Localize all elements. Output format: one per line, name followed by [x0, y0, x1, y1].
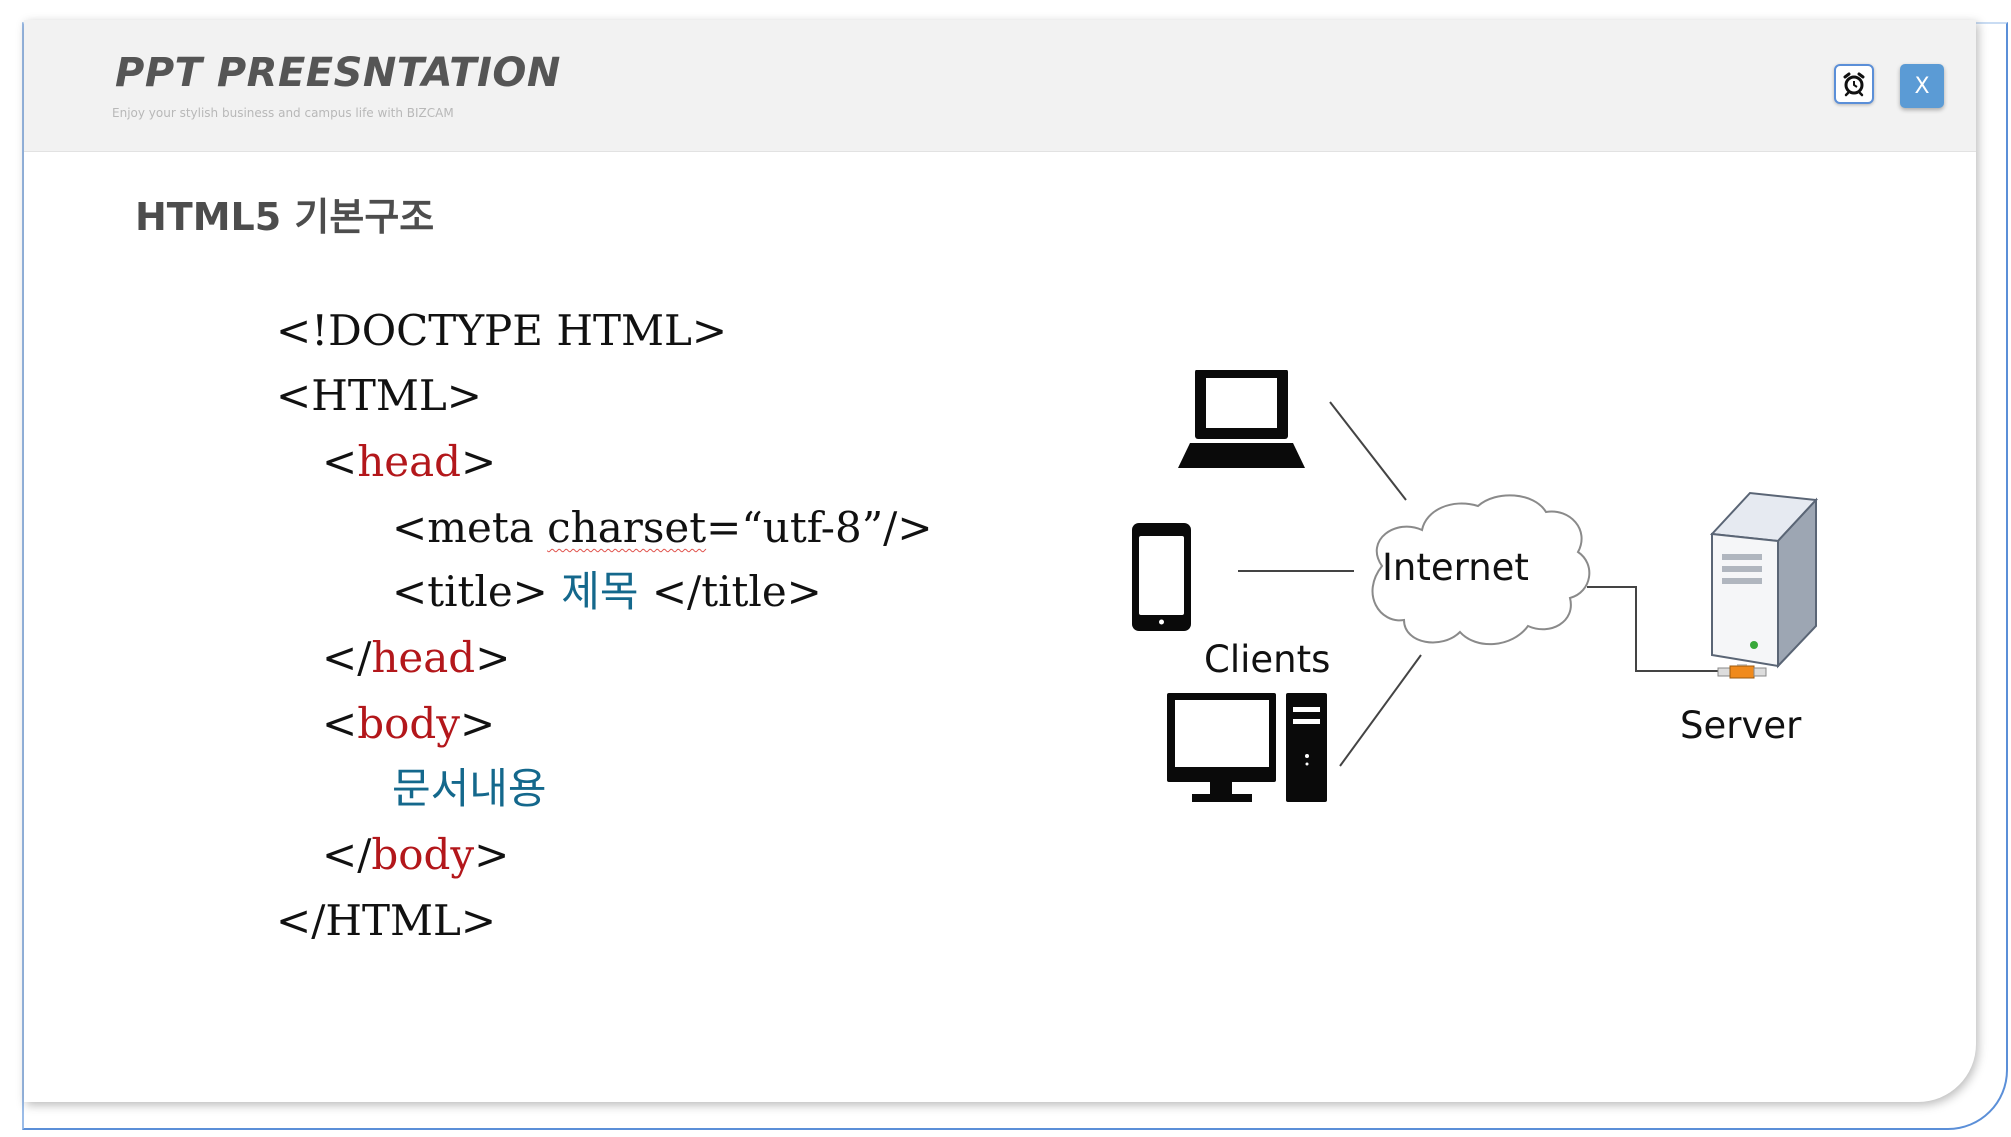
- smartphone-icon: [1132, 523, 1191, 631]
- code-bracket: <: [322, 437, 358, 486]
- link-cloud-server: [1587, 586, 1724, 672]
- code-text: <meta: [392, 503, 548, 552]
- internet-label: Internet: [1382, 546, 1529, 589]
- code-attr-charset: charset: [547, 503, 707, 552]
- code-line-doctype: <!DOCTYPE HTML>: [276, 306, 728, 355]
- brand-title: PPT PREESNTATION: [115, 50, 561, 96]
- code-line-html-close: </HTML>: [276, 896, 497, 945]
- link-desktop-cloud: [1339, 654, 1422, 767]
- code-keyword-body: body: [371, 830, 475, 879]
- code-text: =“utf-8”/>: [706, 503, 933, 552]
- code-bracket: >: [460, 699, 496, 748]
- code-bracket: <: [322, 699, 358, 748]
- network-diagram-graphics: [1132, 370, 1819, 802]
- code-block: <!DOCTYPE HTML> <HTML> <head> <meta char…: [24, 20, 1024, 1020]
- server-icon: [1709, 491, 1819, 679]
- code-bracket: </: [322, 830, 372, 879]
- code-text: <title>: [392, 567, 562, 616]
- code-line-body-text: 문서내용: [392, 764, 547, 813]
- desktop-computer-icon: [1167, 693, 1327, 802]
- code-keyword-head: head: [371, 633, 476, 682]
- server-label: Server: [1680, 704, 1802, 747]
- code-keyword-body: body: [357, 699, 460, 748]
- close-button[interactable]: X: [1900, 64, 1944, 108]
- code-line-head-open: <head>: [322, 441, 496, 483]
- alarm-clock-icon: [1843, 72, 1865, 97]
- alarm-button[interactable]: [1834, 64, 1874, 104]
- code-line-title: <title> 제목 </title>: [392, 571, 822, 613]
- header-bar: PPT PREESNTATION Enjoy your stylish busi…: [24, 20, 1976, 152]
- code-line-head-close: </head>: [322, 637, 510, 679]
- code-line-body-open: <body>: [322, 703, 495, 745]
- brand-tagline: Enjoy your stylish business and campus l…: [112, 106, 454, 120]
- page-title: HTML5 기본구조: [135, 195, 435, 239]
- code-bracket: >: [475, 633, 511, 682]
- code-title-text: 제목: [561, 567, 639, 616]
- code-text: </title>: [638, 567, 822, 616]
- code-bracket: >: [474, 830, 510, 879]
- network-diagram: Internet Clients Server: [1104, 370, 1844, 830]
- clients-label: Clients: [1204, 638, 1331, 681]
- laptop-icon: [1178, 370, 1305, 468]
- code-keyword-head: head: [357, 437, 462, 486]
- code-bracket: >: [461, 437, 497, 486]
- code-line-meta: <meta charset=“utf-8”/>: [392, 507, 933, 549]
- code-line-html-open: <HTML>: [276, 371, 482, 420]
- cloud-icon: [1371, 494, 1591, 645]
- code-bracket: </: [322, 633, 372, 682]
- code-line-body-close: </body>: [322, 834, 509, 876]
- slide: PPT PREESNTATION Enjoy your stylish busi…: [24, 20, 1976, 1102]
- link-laptop-cloud: [1329, 401, 1407, 501]
